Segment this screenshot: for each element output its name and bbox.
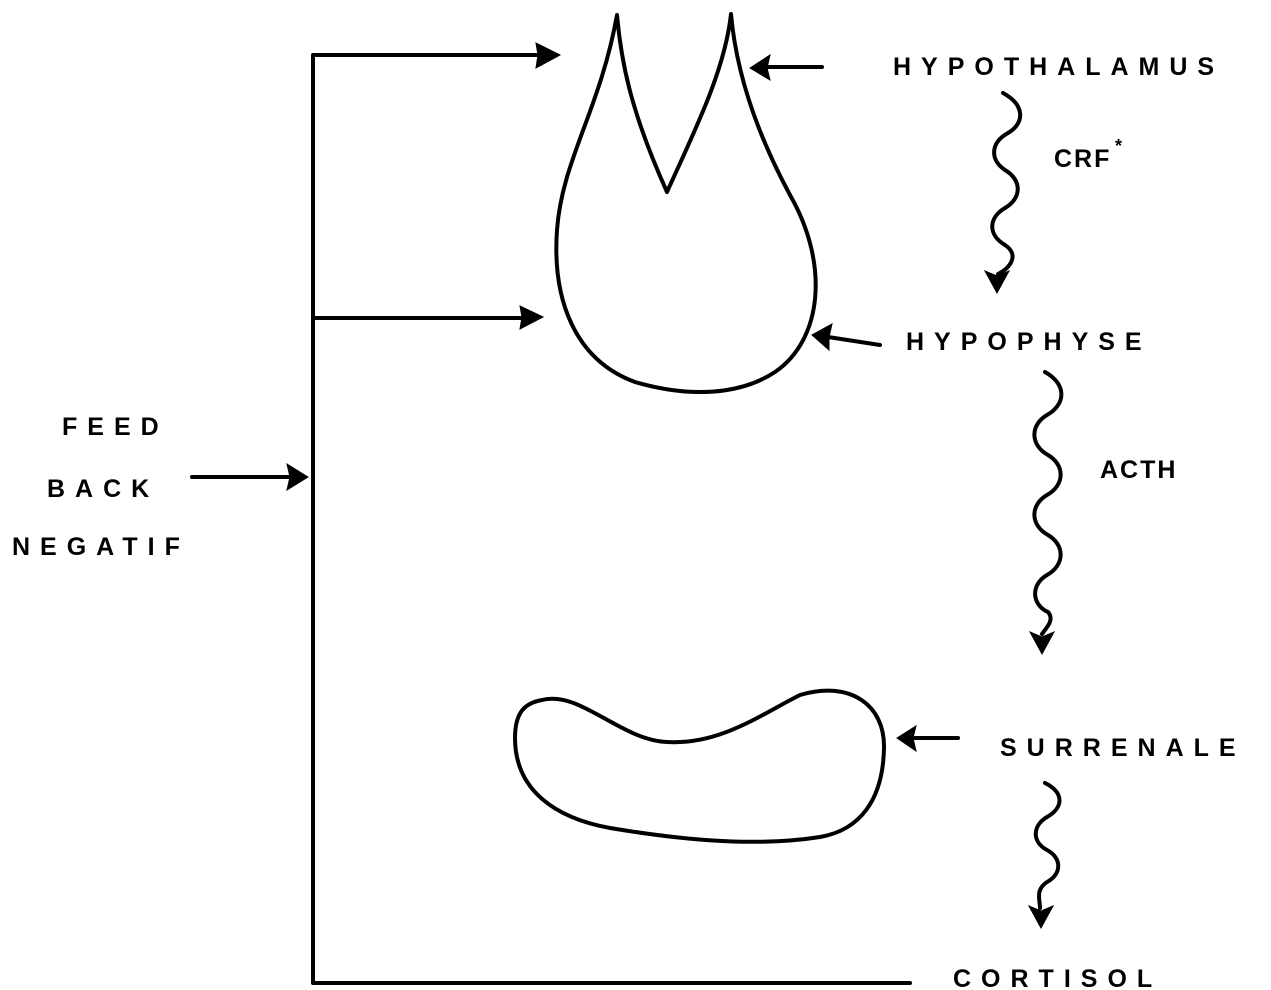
acth-label: ACTH <box>1100 456 1177 484</box>
hypothalamus-pointer-head <box>750 55 770 80</box>
cortisol-label: CORTISOL <box>953 965 1162 990</box>
feedback-label-arrowhead <box>287 464 308 490</box>
surrenale-label: SURRENALE <box>1000 734 1246 762</box>
hypothalamus-hypophyse-shape <box>556 14 815 392</box>
back-label: BACK <box>47 475 159 503</box>
cortisol-wavy-arrow <box>1036 783 1060 908</box>
hypothalamus-label: HYPOTHALAMUS <box>893 53 1224 81</box>
acth-wavy-arrow <box>1034 372 1061 634</box>
crf-asterisk: * <box>1115 136 1122 156</box>
feedback-arrowhead-hypophyse <box>520 306 543 329</box>
feedback-arrowhead-hypothalamus <box>536 43 560 68</box>
feedback-line <box>313 55 910 983</box>
hypophyse-pointer-head <box>812 324 832 350</box>
feed-label: FEED <box>62 413 169 441</box>
hypophyse-pointer-line <box>828 337 880 345</box>
hypophyse-label: HYPOPHYSE <box>906 328 1152 356</box>
surrenale-shape <box>515 691 884 842</box>
negatif-label: NEGATIF <box>12 533 190 561</box>
surrenale-pointer-head <box>897 726 916 751</box>
crf-label: CRF <box>1054 145 1111 173</box>
crf-wavy-arrow <box>992 93 1020 274</box>
